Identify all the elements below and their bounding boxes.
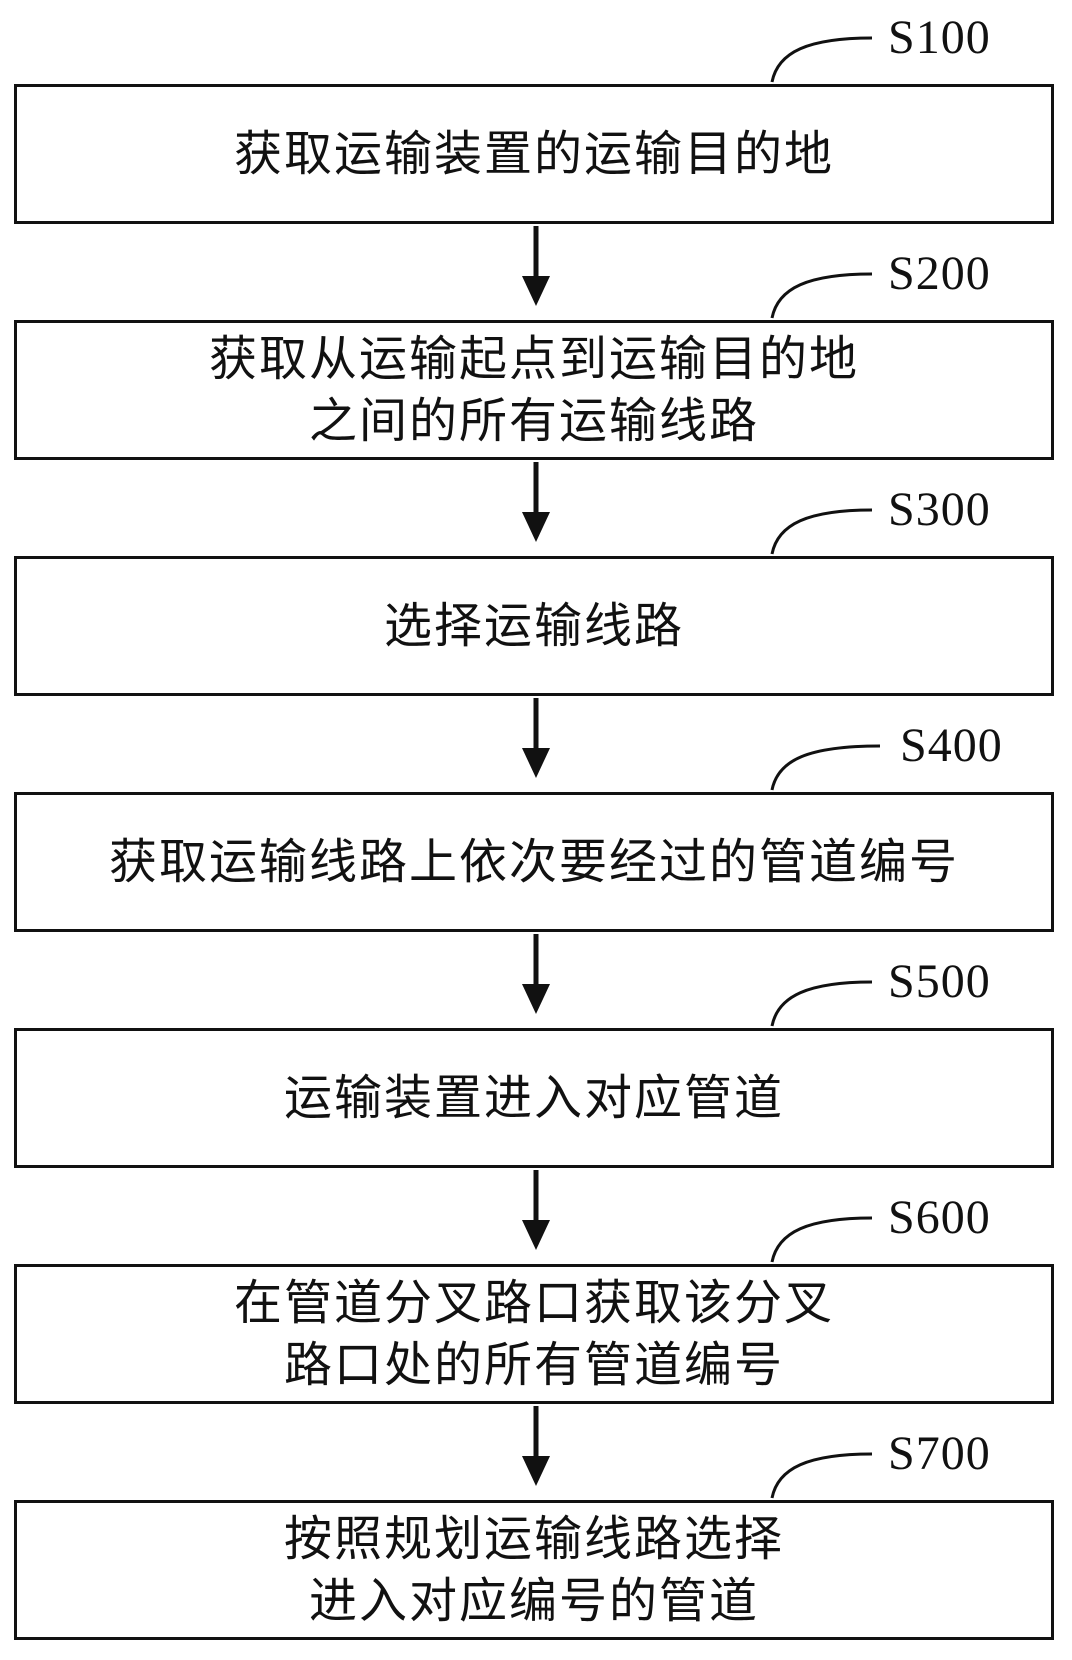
- step-text-line: 获取运输装置的运输目的地: [233, 126, 834, 182]
- step-id-s600: S600: [888, 1191, 991, 1244]
- step-text-line: 获取从运输起点到运输目的地: [208, 331, 859, 387]
- step-text-line: 路口处的所有管道编号: [283, 1337, 784, 1393]
- step-text-line: 进入对应编号的管道: [308, 1573, 759, 1629]
- step-box-s100: 获取运输装置的运输目的地: [14, 84, 1054, 224]
- step-box-s600: 在管道分叉路口获取该分叉 路口处的所有管道编号: [14, 1264, 1054, 1404]
- step-id-s700: S700: [888, 1427, 991, 1480]
- step-text-line: 之间的所有运输线路: [308, 393, 759, 449]
- arrow-s400-s500: [522, 934, 550, 1014]
- step-box-s300: 选择运输线路: [14, 556, 1054, 696]
- arrow-s200-s300: [522, 462, 550, 542]
- step-box-s200: 获取从运输起点到运输目的地 之间的所有运输线路: [14, 320, 1054, 460]
- step-id-s500: S500: [888, 955, 991, 1008]
- step-id-s100: S100: [888, 11, 991, 64]
- step-box-s700: 按照规划运输线路选择 进入对应编号的管道: [14, 1500, 1054, 1640]
- step-id-s300: S300: [888, 483, 991, 536]
- arrow-s600-s700: [522, 1406, 550, 1486]
- step-box-s400: 获取运输线路上依次要经过的管道编号: [14, 792, 1054, 932]
- step-id-s400: S400: [900, 719, 1003, 772]
- step-text-line: 按照规划运输线路选择: [283, 1511, 784, 1567]
- arrow-s300-s400: [522, 698, 550, 778]
- leader-s200: [770, 272, 873, 319]
- leader-s700: [770, 1452, 873, 1499]
- step-box-s500: 运输装置进入对应管道: [14, 1028, 1054, 1168]
- leader-s600: [770, 1216, 873, 1263]
- arrow-s100-s200: [522, 226, 550, 306]
- leader-s400: [770, 744, 881, 791]
- step-text-line: 运输装置进入对应管道: [283, 1070, 784, 1126]
- step-text-line: 选择运输线路: [383, 598, 684, 654]
- arrow-s500-s600: [522, 1170, 550, 1250]
- step-text-line: 获取运输线路上依次要经过的管道编号: [108, 834, 959, 890]
- leader-s100: [770, 36, 873, 83]
- step-id-s200: S200: [888, 247, 991, 300]
- step-text-line: 在管道分叉路口获取该分叉: [233, 1275, 834, 1331]
- leader-s300: [770, 508, 873, 555]
- leader-s500: [770, 980, 873, 1027]
